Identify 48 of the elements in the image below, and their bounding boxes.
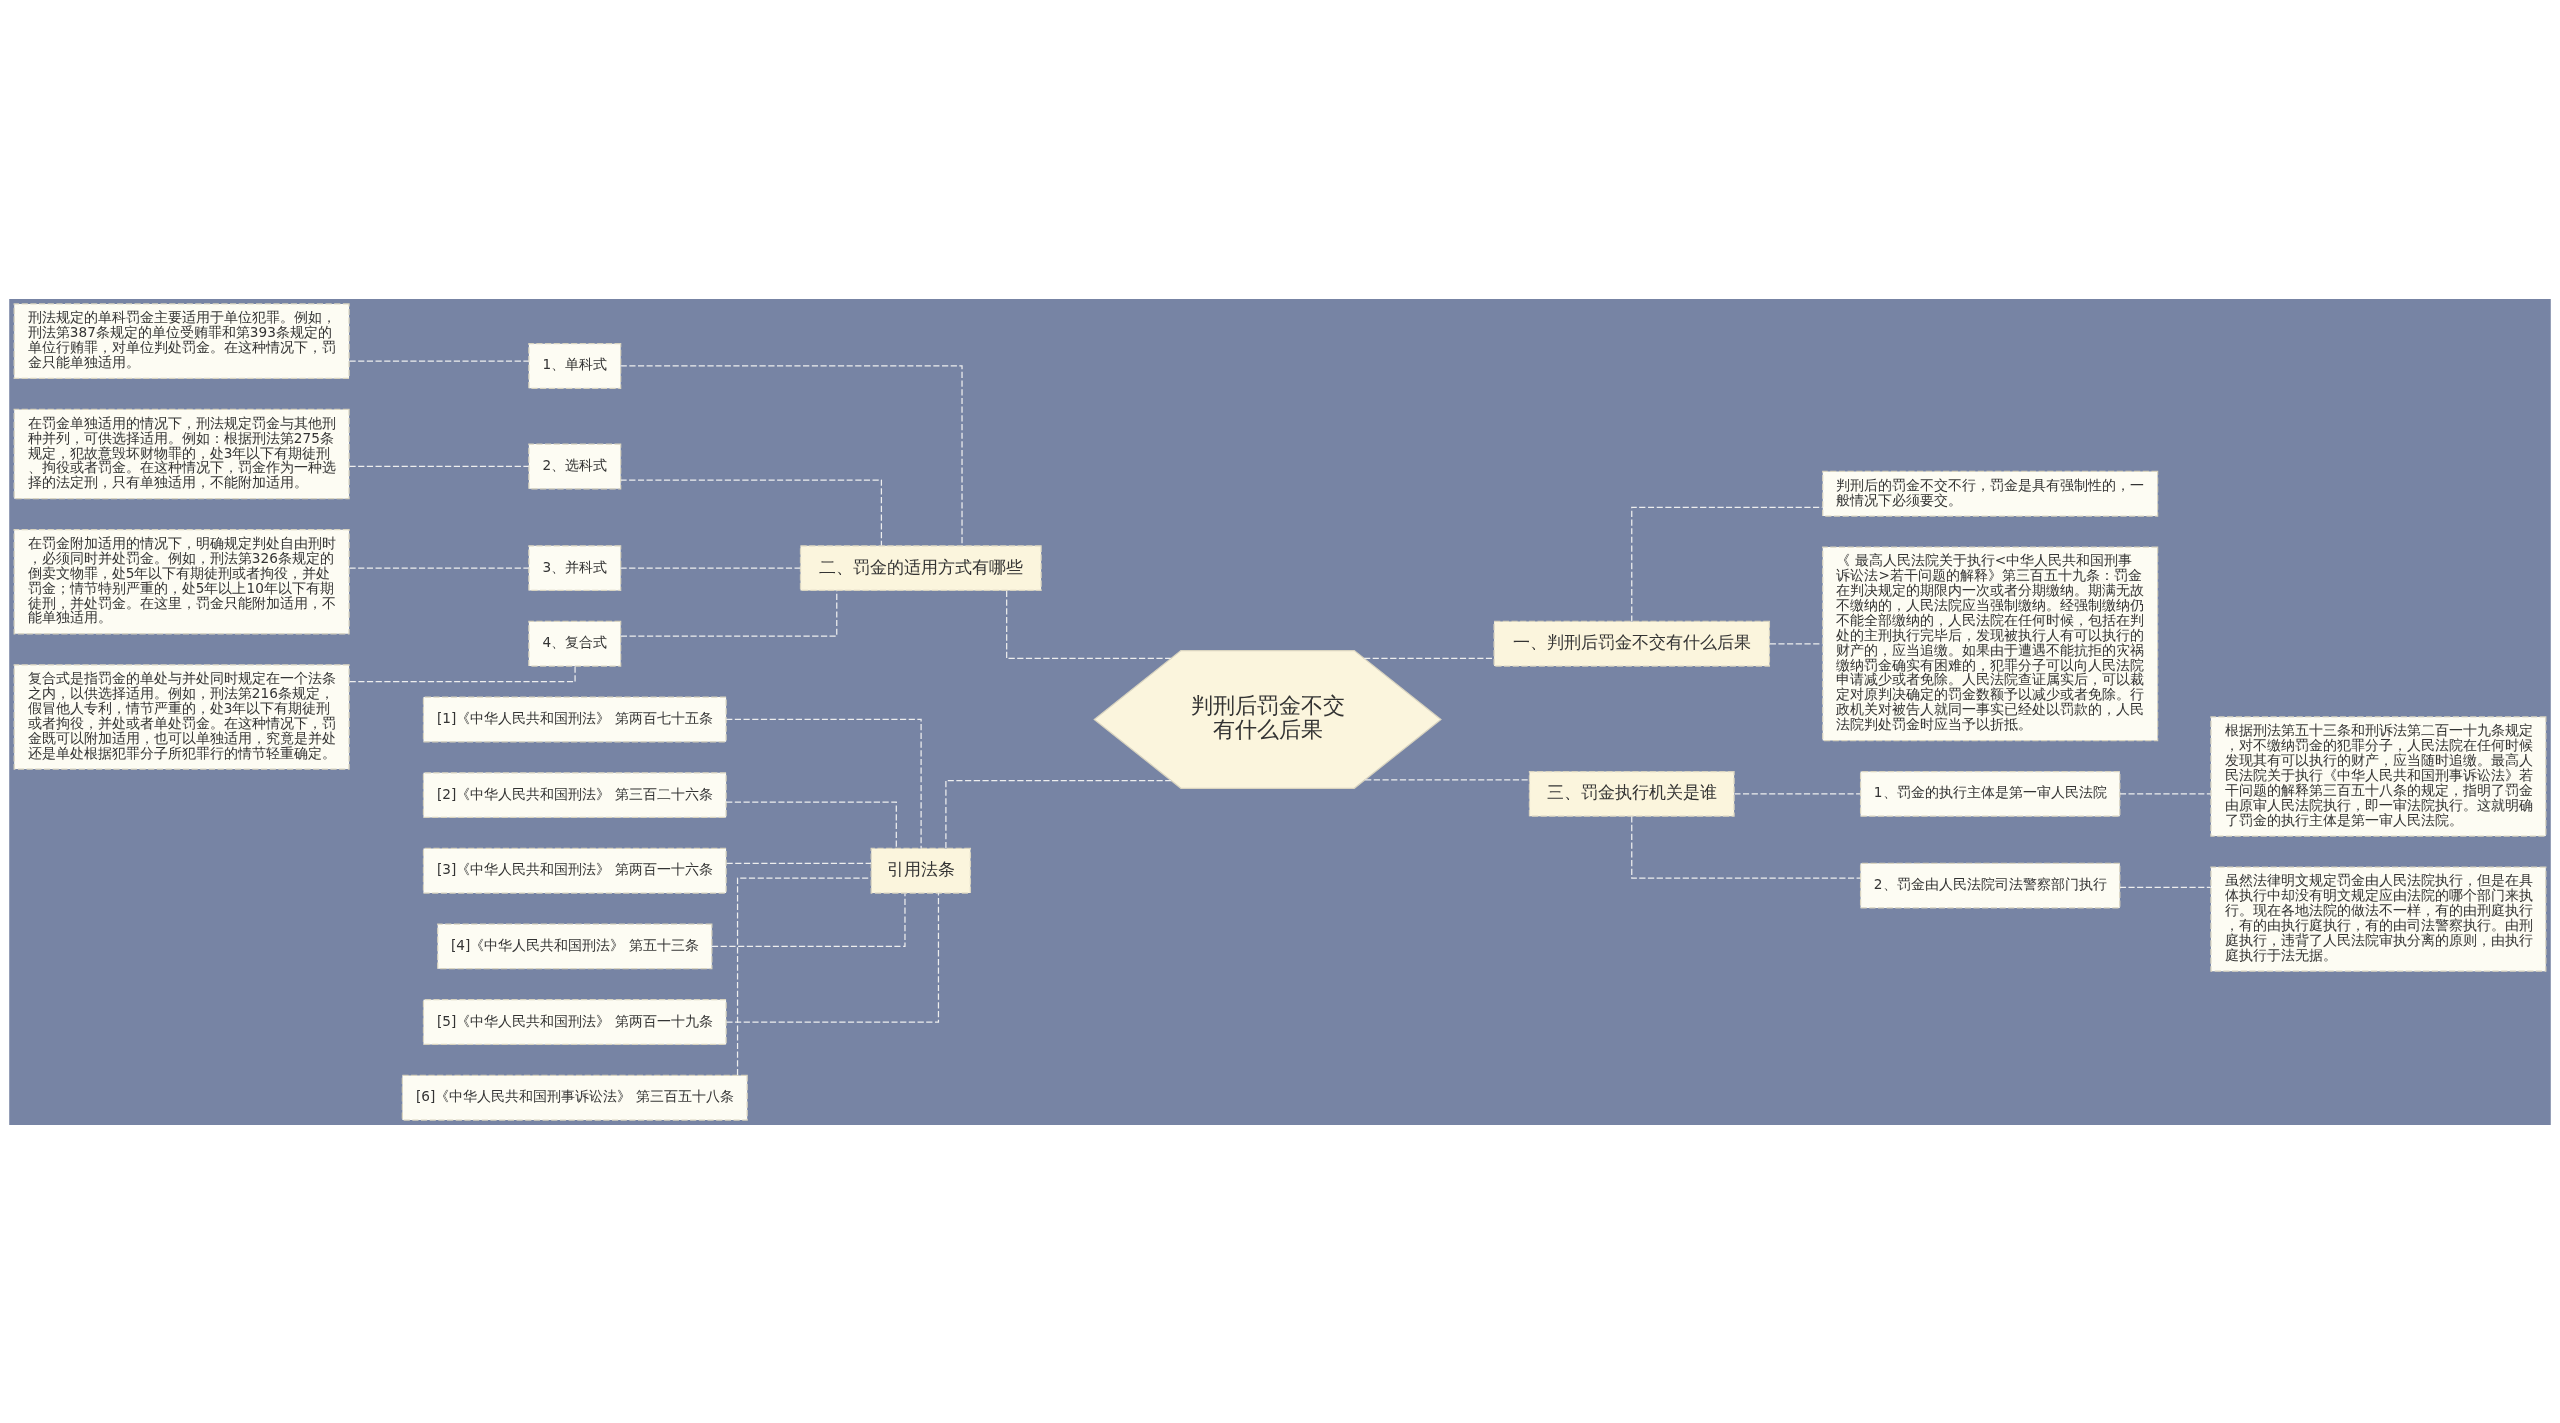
node-box: [3]《中华人民共和国刑法》 第两百一十六条 [422,847,727,894]
connector [348,359,530,362]
connector [1631,506,1824,622]
connector [620,364,963,546]
node-box: 2、选科式 [528,443,622,489]
connector [620,589,838,637]
connector [349,665,576,682]
connector [2119,886,2212,888]
connector [1733,792,1861,794]
connector [725,891,940,1023]
connector [348,567,530,569]
node-box: 一、判刑后罚金不交有什么后果 [1493,620,1771,667]
connector [1631,815,1861,879]
node-box: 引用法条 [870,847,972,894]
node-box: 1、罚金的执行主体是第一审人民法院 [1859,770,2121,817]
connector [1006,589,1172,659]
node-box: 二、罚金的适用方式有哪些 [799,544,1042,591]
node-box: 虽然法律明文规定罚金由人民法院执行，但是在具体执行中却没有明文规定应由法院的哪个部门来执行。现在各地法院的做法不一样，有的由刑庭执行，有的由执行庭执行，有的由司法警察执行。由刑庭执行，违背了人民法院审执分离的原则，由执行庭执行于法无据。 [2210,865,2547,972]
node-box: 判刑后的罚金不交不行，罚金是具有强制性的，一般情况下必须要交。 [1822,470,2159,517]
connector [1769,642,1823,644]
node-box: [2]《中华人民共和国刑法》 第三百二十六条 [422,771,727,818]
connector [711,892,906,947]
node-box: 根据刑法第五十三条和刑诉法第二百一十九条规定，对不缴纳罚金的犯罪分子，人民法院在任何时候发现其有可以执行的财产，应当随时追缴。最高人民法院关于执行《中华人民共和国刑事诉讼法》若干问题的解释第三百五十八条的规定，指明了罚金由原审人民法院执行，即一审法院执行。这就明确了罚金的执行主体是第一审人民法院。 [2210,715,2547,837]
node-box: [6]《中华人民共和国刑事诉讼法》 第三百五十八条 [401,1074,748,1121]
connector [725,718,922,849]
node-box: 复合式是指罚金的单处与并处同时规定在一个法条之内，以供选择适用。例如，刑法第216条规定，假冒他人专利，情节严重的，处3年以下有期徒刑或者拘役，并处或者单处罚金。在这种情况下，罚金既可以附加适用，也可以单独适用，究竟是并处还是单处根据犯罪分子所犯罪行的情节轻重确定。 [13,663,350,770]
connector [620,478,883,546]
connector [725,801,897,849]
node-box: 4、复合式 [528,620,622,667]
connector [945,779,1172,849]
node-box: 2、罚金由人民法院司法警察部门执行 [1859,862,2121,909]
node-box: [5]《中华人民共和国刑法》 第两百一十九条 [422,998,727,1045]
node-box: 《 最高人民法院关于执行<中华人民共和国刑事诉讼法>若干问题的解释》第三百五十九条：罚金在判决规定的期限内一次或者分期缴纳。期满无故不缴纳的，人民法院应当强制缴纳。经强制缴纳仍不能全部缴纳的，人民法院在任何时候，包括在判处的主刑执行完毕后，发现被执行人有可以执行的财产的，应当追缴。如果由于遭遇不能抗拒的灾祸缴纳罚金确实有困难的，犯罪分子可以向人民法院申请减少或者免除。人民法院查证属实后，可以裁定对原判决确定的罚金数额予以减少或者免除。行政机关对被告人就同一事实已经处以罚款的，人民法院判处罚金时应当予以折抵。 [1822,545,2159,741]
connector [725,862,872,864]
node-box: 在罚金附加适用的情况下，明确规定判处自由刑时，必须同时并处罚金。例如，刑法第326条规定的倒卖文物罪，处5年以下有期徒刑或者拘役，并处罚金；情节特别严重的，处5年以上10年以下有期徒刑，并处罚金。在这里，罚金只能附加适用，不能单独适用。 [13,528,350,634]
connector [348,465,530,467]
node-box: 在罚金单独适用的情况下，刑法规定罚金与其他刑种并列，可供选择适用。例如：根据刑法第275条规定，犯故意毁坏财物罪的，处3年以下有期徒刑、拘役或者罚金。在这种情况下，罚金作为一种选择的法定刑，只有单独适用，不能附加适用。 [13,408,350,499]
node-box: 三、罚金执行机关是谁 [1528,770,1735,817]
node-box: 1、单科式 [528,342,622,389]
connector [736,877,872,1076]
node-box: 3、并科式 [528,544,622,591]
connector [1363,657,1495,659]
node-box: [1]《中华人民共和国刑法》 第两百七十五条 [422,696,727,742]
connector [1364,778,1530,781]
node-box: 刑法规定的单科罚金主要适用于单位犯罪。例如，刑法第387条规定的单位受贿罪和第393条规定的单位行贿罪，对单位判处罚金。在这种情况下，罚金只能单独适用。 [13,302,350,379]
connector [620,567,802,569]
node-box: [4]《中华人民共和国刑法》 第五十三条 [437,922,713,969]
connector [2119,792,2212,794]
